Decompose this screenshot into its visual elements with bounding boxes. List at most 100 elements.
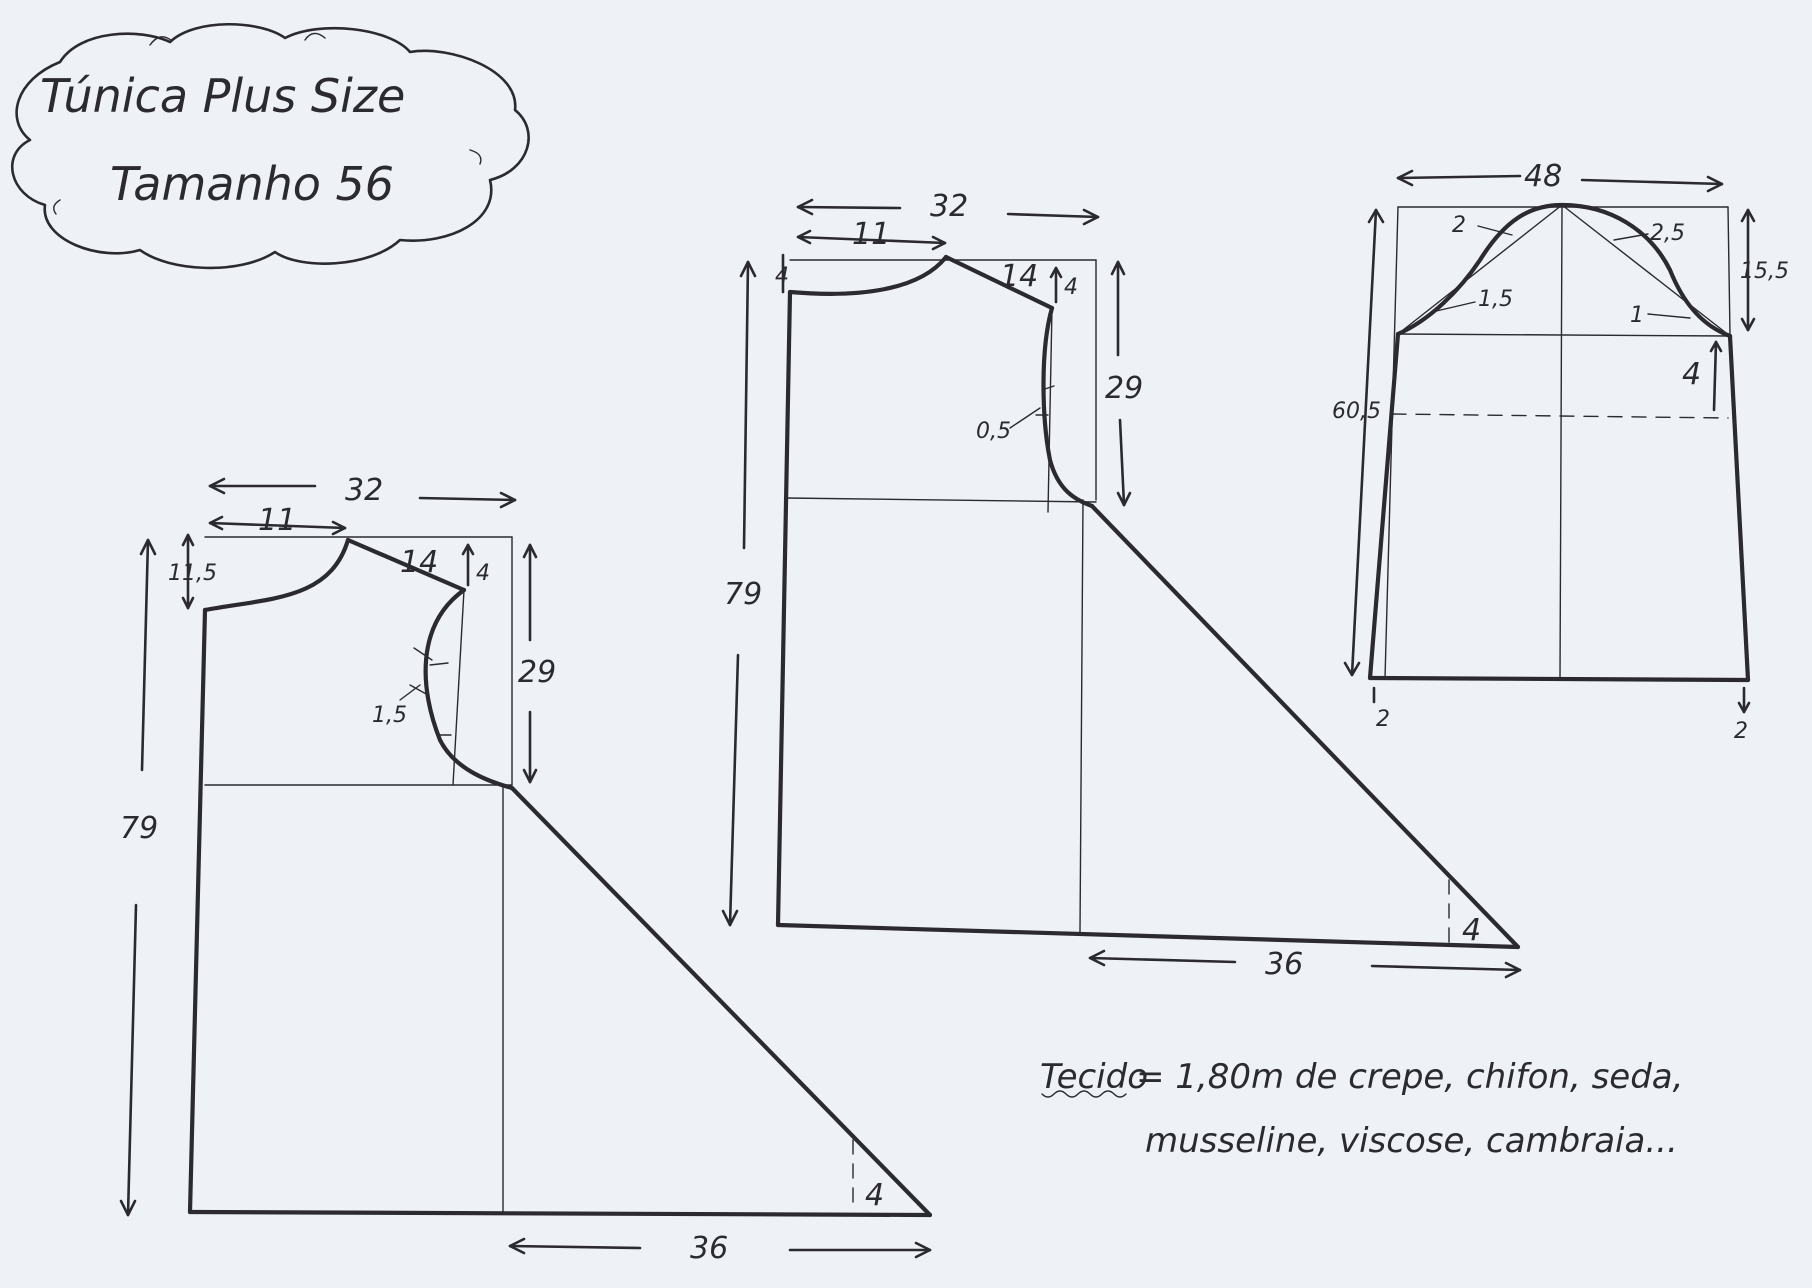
sleeve-cap-right-lower-arrow — [1647, 313, 1691, 319]
front-armhole-curve-label: 1,5 — [372, 703, 407, 728]
sleeve-hem-left-label: 2 — [1376, 707, 1390, 732]
back-side-seam — [1089, 503, 1521, 950]
back-shoulder — [943, 254, 1055, 311]
front-shoulder-label: 14 — [400, 545, 438, 580]
front-length-arrow-bottom — [126, 903, 138, 1217]
back-width-arrow-right — [1006, 212, 1100, 219]
back-neckline — [787, 254, 949, 296]
sleeve-hem-right-arrowhead — [1737, 701, 1751, 714]
fabric-label-underline — [1041, 1090, 1127, 1098]
back-length-arrow-bottom — [728, 653, 740, 927]
sleeve-center-line — [1559, 206, 1563, 679]
front-width-arrowhead-left — [208, 477, 226, 495]
back-width-arrow-left — [796, 205, 902, 210]
sleeve-piece: 48 15,5 60,5 2 2,5 1,5 1 4 2 2 — [1332, 159, 1789, 744]
back-bust-line — [785, 497, 1097, 503]
sleeve-length-label: 60,5 — [1332, 399, 1381, 424]
front-hem-extension-label: 36 — [690, 1231, 728, 1266]
front-hem — [187, 1209, 933, 1218]
back-center-back — [775, 289, 793, 928]
front-length-arrowheads — [119, 538, 157, 1217]
back-width-arrowheads — [796, 198, 1100, 226]
back-hem-arrow-left — [1088, 956, 1237, 964]
front-shoulder-drop-arrowhead — [461, 543, 475, 556]
cloud-outline — [11, 22, 530, 270]
sleeve-cap-right-chord — [1561, 204, 1731, 337]
back-shoulder-drop-label: 4 — [1064, 275, 1078, 300]
front-shoulder — [345, 537, 467, 593]
sleeve-cap-left-chord — [1397, 204, 1563, 335]
title-line-2: Tamanho 56 — [110, 157, 394, 211]
sleeve-length-arrowheads — [1343, 208, 1385, 677]
sleeve-cap-left-lower-label: 1,5 — [1478, 287, 1513, 312]
sleeve-width-arrowheads — [1396, 169, 1724, 193]
back-armhole-ticks — [1035, 385, 1055, 416]
sleeve-right-offset-arrowhead — [1709, 340, 1723, 353]
front-side-seam — [509, 785, 933, 1218]
sleeve-right-seam — [1727, 333, 1751, 683]
front-piece: 4 32 11 11,5 14 4 29 1,5 79 — [119, 473, 933, 1266]
sleeve-right-guide — [1727, 206, 1731, 336]
front-armhole-guide — [452, 589, 465, 786]
sleeve-hem — [1367, 675, 1751, 683]
sleeve-hem-right-label: 2 — [1734, 719, 1748, 744]
sleeve-cap-right-lower-label: 1 — [1630, 303, 1644, 328]
front-hem-arrowheads — [508, 1237, 932, 1259]
front-width-arrow-right — [418, 496, 517, 502]
front-armhole-ticks — [409, 647, 452, 736]
front-armhole-depth-label: 29 — [518, 655, 556, 690]
fabric-line-2: musseline, viscose, cambraia... — [1145, 1121, 1678, 1161]
front-neck-width-arrowheads — [208, 515, 347, 536]
front-armhole — [423, 587, 515, 791]
front-center-front — [187, 607, 208, 1215]
back-length-label: 79 — [724, 577, 762, 612]
back-armhole-curve-label: 0,5 — [976, 419, 1011, 444]
back-shoulder-drop-arrowhead — [1049, 266, 1063, 279]
front-width-arrowhead-right — [499, 491, 517, 509]
sleeve-cap-curve — [1395, 202, 1733, 339]
back-length-arrow-top — [742, 260, 750, 550]
front-neck-depth-arrowheads — [181, 533, 195, 610]
front-length-arrow-top — [140, 538, 150, 772]
front-width-label: 32 — [345, 473, 383, 508]
front-neck-width-label: 11 — [258, 503, 296, 538]
back-hem — [775, 922, 1521, 950]
fabric-note: Tecido = 1,80m de crepe, chifon, seda, m… — [1040, 1057, 1683, 1161]
back-armhole-depth-arrow-bottom — [1118, 418, 1126, 507]
back-armhole-depth-label: 29 — [1105, 371, 1143, 406]
sleeve-left-guide — [1384, 206, 1399, 679]
sleeve-width-arrow-right — [1580, 178, 1724, 186]
back-hem-rise-label: 4 — [1462, 913, 1481, 948]
front-armhole-depth-arrowheads — [522, 543, 538, 784]
front-hem-rise-label: 4 — [865, 1178, 884, 1213]
sleeve-cap-right-upper-label: 2,5 — [1650, 221, 1685, 246]
back-neck-depth-label: 4 — [775, 264, 789, 289]
back-armhole-curve-pointer — [1009, 407, 1041, 429]
back-neck-width-arrowheads — [796, 229, 947, 251]
back-piece: 4 32 11 4 14 4 29 0,5 79 36 — [721, 189, 1522, 982]
sleeve-width-arrow-left — [1396, 174, 1522, 180]
sleeve-cap-left-lower-arrow — [1431, 301, 1476, 313]
back-hem-arrow-right — [1370, 964, 1522, 972]
front-shoulder-drop-label: 4 — [476, 561, 490, 586]
front-neckline — [202, 537, 351, 613]
sleeve-right-offset-label: 4 — [1682, 357, 1701, 392]
front-neck-depth-label: 11,5 — [168, 561, 217, 586]
front-length-label: 79 — [120, 811, 158, 846]
front-neck-width-arrow — [208, 521, 347, 530]
back-armhole — [1041, 305, 1095, 509]
sleeve-elbow-line — [1391, 413, 1729, 419]
back-hem-arrowheads — [1088, 949, 1522, 979]
sleeve-cap-height-arrowheads — [1740, 208, 1756, 332]
back-center-guide — [1079, 499, 1084, 933]
title-cloud: Túnica Plus Size Tamanho 56 — [11, 22, 530, 270]
back-shoulder-label: 14 — [1000, 259, 1038, 294]
back-hem-extension-label: 36 — [1265, 947, 1303, 982]
front-hem-arrow-left — [508, 1244, 642, 1250]
back-width-label: 32 — [930, 189, 968, 224]
back-neck-width-label: 11 — [852, 217, 890, 252]
title-line-1: Túnica Plus Size — [40, 69, 405, 123]
sleeve-cap-height-label: 15,5 — [1740, 259, 1789, 284]
sleeve-length-arrow — [1350, 208, 1378, 677]
